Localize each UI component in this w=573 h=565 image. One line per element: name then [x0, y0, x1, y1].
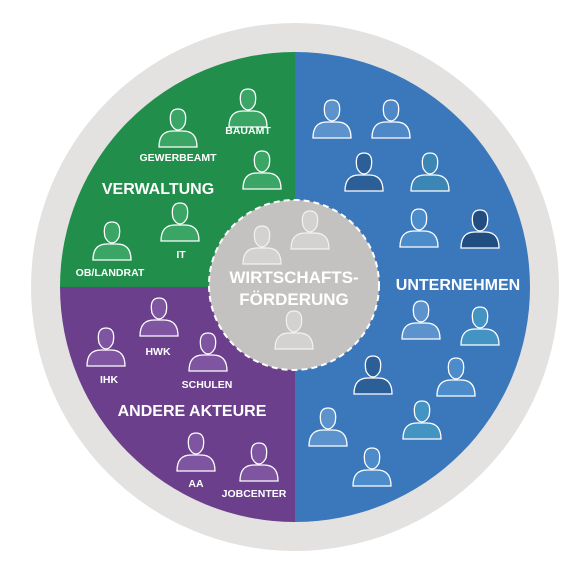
label-jobcenter: JOBCENTER [222, 488, 287, 500]
label-it: IT [176, 249, 186, 261]
title-unternehmen: UNTERNEHMEN [396, 277, 520, 294]
center-circle-border [208, 199, 380, 371]
center-circle [209, 200, 379, 370]
label-schulen: SCHULEN [182, 379, 233, 391]
label-ob-landrat: OB/LANDRAT [76, 267, 145, 279]
center-label-line1: WIRTSCHAFTS- [229, 268, 358, 287]
title-andere-akteure: ANDERE AKTEURE [118, 403, 267, 420]
label-ihk: IHK [100, 374, 119, 386]
center-label-line2: FÖRDERUNG [239, 290, 349, 309]
label-gewerbeamt: GEWERBEAMT [140, 152, 218, 164]
label-aa: AA [188, 478, 204, 490]
label-bauamt: BAUAMT [225, 125, 271, 137]
label-hwk: HWK [145, 346, 170, 358]
title-verwaltung: VERWALTUNG [102, 181, 214, 198]
